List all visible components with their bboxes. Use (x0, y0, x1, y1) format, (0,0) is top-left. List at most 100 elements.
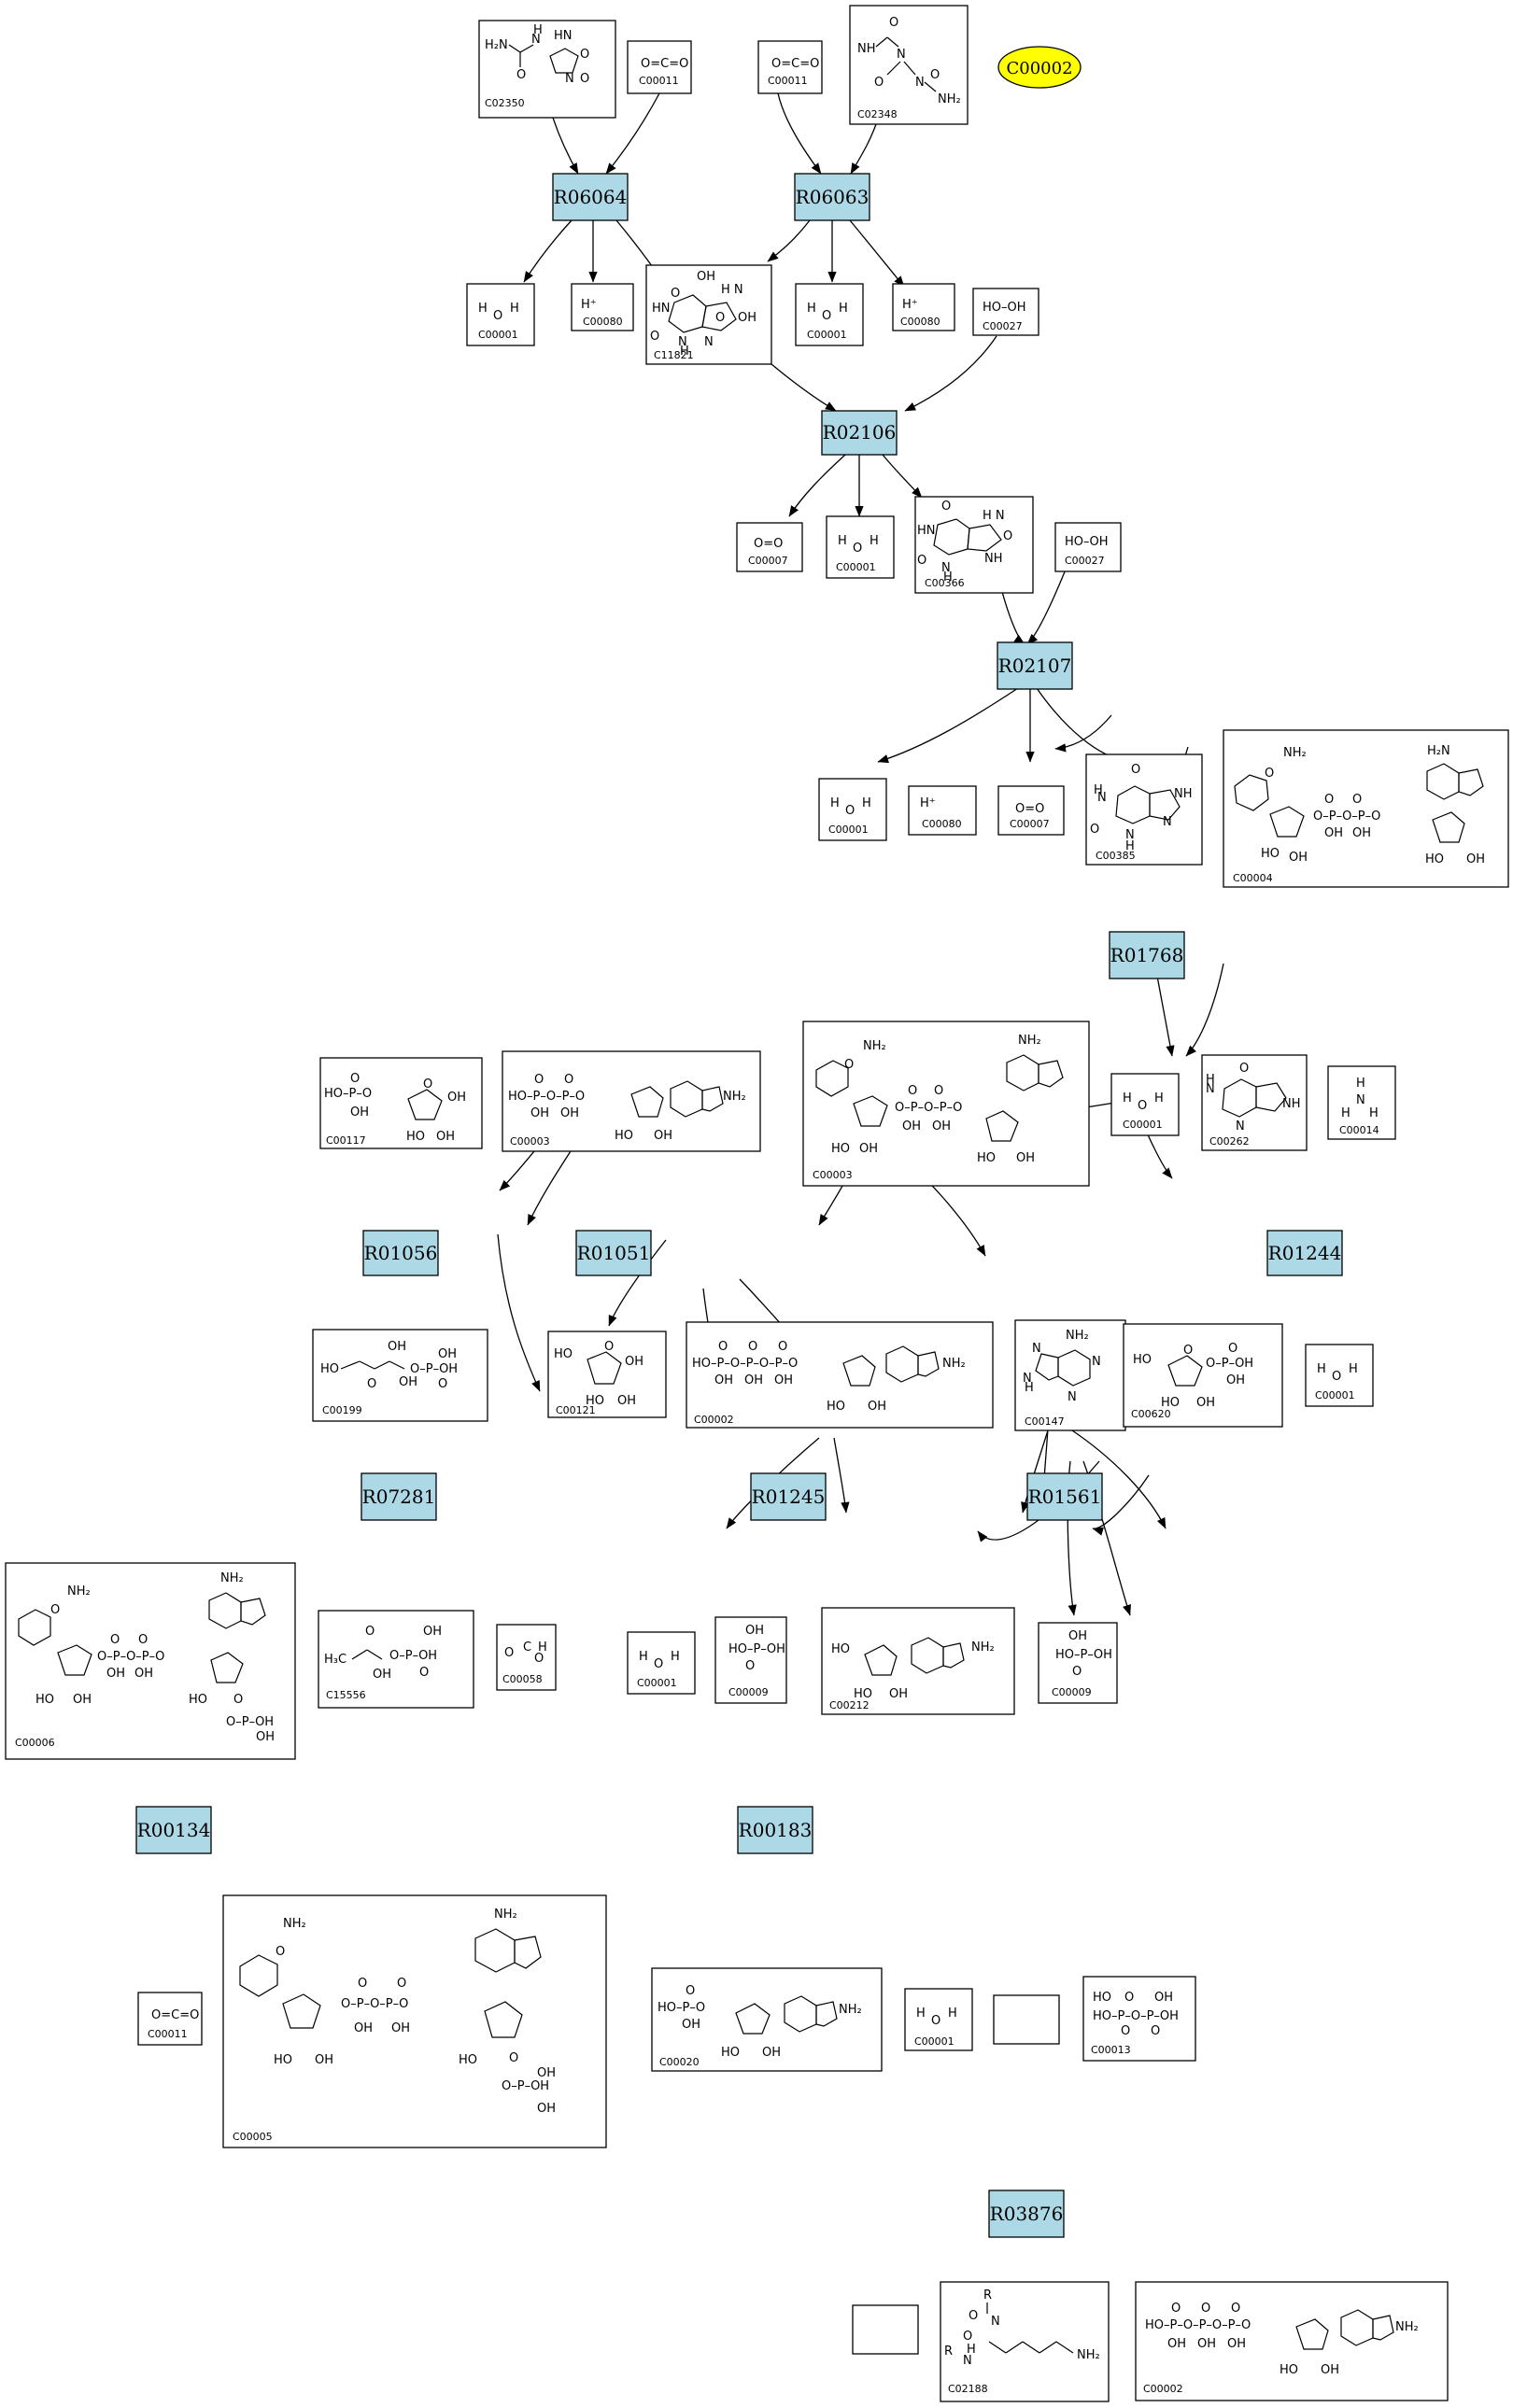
reaction-r07281[interactable]: R07281 (361, 1472, 437, 1521)
svg-text:H: H (1154, 1091, 1164, 1105)
reaction-r02107[interactable]: R02107 (997, 641, 1073, 690)
compound-c00366[interactable]: O H N HN O O NH NH C00366 (914, 496, 1034, 594)
reaction-r01051[interactable]: R01051 (575, 1230, 652, 1276)
svg-text:N: N (1032, 1342, 1041, 1356)
svg-text:O: O (654, 1657, 663, 1671)
reaction-r01056[interactable]: R01056 (362, 1230, 439, 1276)
svg-text:N: N (1092, 1355, 1101, 1369)
compound-c02350[interactable]: H₂N O N H HN O N O C02350 (478, 20, 616, 119)
reaction-r01561[interactable]: R01561 (1026, 1472, 1103, 1521)
highlight-c00002[interactable]: C00002 (997, 46, 1082, 89)
svg-text:O: O (1183, 1344, 1193, 1358)
reaction-r00134[interactable]: R00134 (135, 1806, 212, 1854)
svg-text:N: N (1206, 1082, 1215, 1096)
compound-c00007-a[interactable]: O=O C00007 (736, 522, 803, 572)
svg-text:OH: OH (1068, 1629, 1087, 1643)
svg-text:C00001: C00001 (828, 824, 869, 836)
svg-text:C00003: C00003 (813, 1169, 853, 1181)
compound-c00080-c[interactable]: H⁺ C00080 (908, 785, 977, 836)
compound-c00009-b[interactable]: OH HO–P–OH O C00009 (1038, 1622, 1118, 1704)
reaction-r01245[interactable]: R01245 (750, 1472, 827, 1521)
compound-c00007-b[interactable]: O=O C00007 (997, 785, 1065, 836)
svg-text:O: O (604, 1340, 614, 1354)
svg-text:O: O (1090, 823, 1099, 837)
svg-text:N: N (1163, 815, 1172, 829)
compound-c11821[interactable]: OH O H N HN O OH O NH N C11821 (645, 264, 772, 365)
compound-c00001-c[interactable]: HOH C00001 (826, 515, 895, 579)
reaction-r01768[interactable]: R01768 (1109, 931, 1185, 979)
svg-text:O–P–OH: O–P–OH (502, 2079, 549, 2093)
svg-text:O: O (778, 1340, 787, 1354)
compound-c02188[interactable]: R O N O R N H NH₂ C02188 (940, 2281, 1110, 2402)
compound-c00001-d[interactable]: HOH C00001 (818, 778, 887, 841)
compound-c00011-b[interactable]: O=C=O C00011 (757, 40, 823, 94)
reaction-r06063[interactable]: R06063 (794, 173, 870, 221)
svg-text:OH: OH (1289, 851, 1308, 865)
reaction-r03876[interactable]: R03876 (988, 2190, 1065, 2238)
compound-c00199[interactable]: HO O OH OH O–P–OH OH O C00199 (312, 1329, 488, 1422)
compound-empty-top[interactable] (993, 1994, 1060, 2045)
svg-text:O: O (1138, 1099, 1147, 1113)
reaction-r00183[interactable]: R00183 (737, 1806, 813, 1854)
svg-text:O=C=O: O=C=O (641, 57, 688, 71)
compound-c15556[interactable]: O OH H₃C OH O–P–OH O C15556 (318, 1610, 474, 1709)
compound-c00001-b[interactable]: HOH C00001 (795, 283, 864, 346)
svg-text:R01051: R01051 (577, 1242, 651, 1264)
compound-c00027-b[interactable]: HO–OH C00027 (1054, 522, 1122, 572)
svg-text:N: N (1023, 1372, 1032, 1386)
svg-text:HO: HO (1133, 1353, 1152, 1367)
svg-text:H: H (671, 1650, 680, 1664)
compound-c00001-a[interactable]: HOH C00001 (466, 283, 535, 346)
svg-text:HO: HO (1093, 1991, 1111, 2005)
reaction-r01244[interactable]: R01244 (1266, 1230, 1343, 1276)
compound-c00147[interactable]: NH₂ N NH N N C00147 (1014, 1319, 1126, 1431)
compound-c00001-g[interactable]: HOH C00001 (627, 1631, 696, 1695)
svg-text:N: N (704, 335, 714, 349)
svg-text:H: H (1317, 1362, 1326, 1376)
svg-text:C00080: C00080 (900, 316, 940, 328)
compound-c00001-e[interactable]: HOH C00001 (1110, 1073, 1180, 1136)
compound-c00001-h[interactable]: HOH C00001 (904, 1988, 973, 2051)
compound-c00080-a[interactable]: H⁺ C00080 (571, 283, 634, 331)
svg-text:OH: OH (1016, 1151, 1035, 1165)
svg-text:HO: HO (1425, 852, 1444, 866)
reaction-r06064[interactable]: R06064 (552, 173, 629, 221)
compound-c00011-a[interactable]: O=C=O C00011 (627, 40, 692, 94)
compound-c00080-b[interactable]: H⁺ C00080 (892, 283, 955, 331)
svg-text:NH₂: NH₂ (1077, 2348, 1100, 2362)
compound-empty-bottom[interactable] (852, 2304, 919, 2355)
compound-c00262[interactable]: O NH NH N C00262 (1201, 1054, 1308, 1151)
svg-text:HO: HO (831, 1642, 850, 1656)
reaction-r02106[interactable]: R02106 (821, 410, 898, 456)
svg-text:O–P–O–P–O: O–P–O–P–O (895, 1101, 962, 1115)
svg-text:C00366: C00366 (925, 577, 965, 589)
compound-c02348[interactable]: NH O N O N O NH₂ C02348 (849, 5, 969, 125)
compound-c00011-c[interactable]: O=C=O C00011 (137, 1992, 203, 2046)
compound-c00001-f[interactable]: HOH C00001 (1305, 1344, 1374, 1407)
svg-text:NH: NH (984, 552, 1003, 566)
svg-text:O: O (438, 1377, 447, 1391)
svg-text:O: O (1151, 2024, 1160, 2038)
compound-c00027-a[interactable]: HO–OH C00027 (972, 288, 1039, 336)
compound-c00385[interactable]: O H N NH O N H N C00385 (1085, 753, 1203, 866)
svg-text:H: H (967, 2343, 976, 2357)
svg-text:N: N (1068, 1390, 1077, 1404)
svg-text:OH: OH (350, 1105, 369, 1120)
compound-c00009-a[interactable]: OH HO–P–OH O C00009 (714, 1616, 787, 1704)
